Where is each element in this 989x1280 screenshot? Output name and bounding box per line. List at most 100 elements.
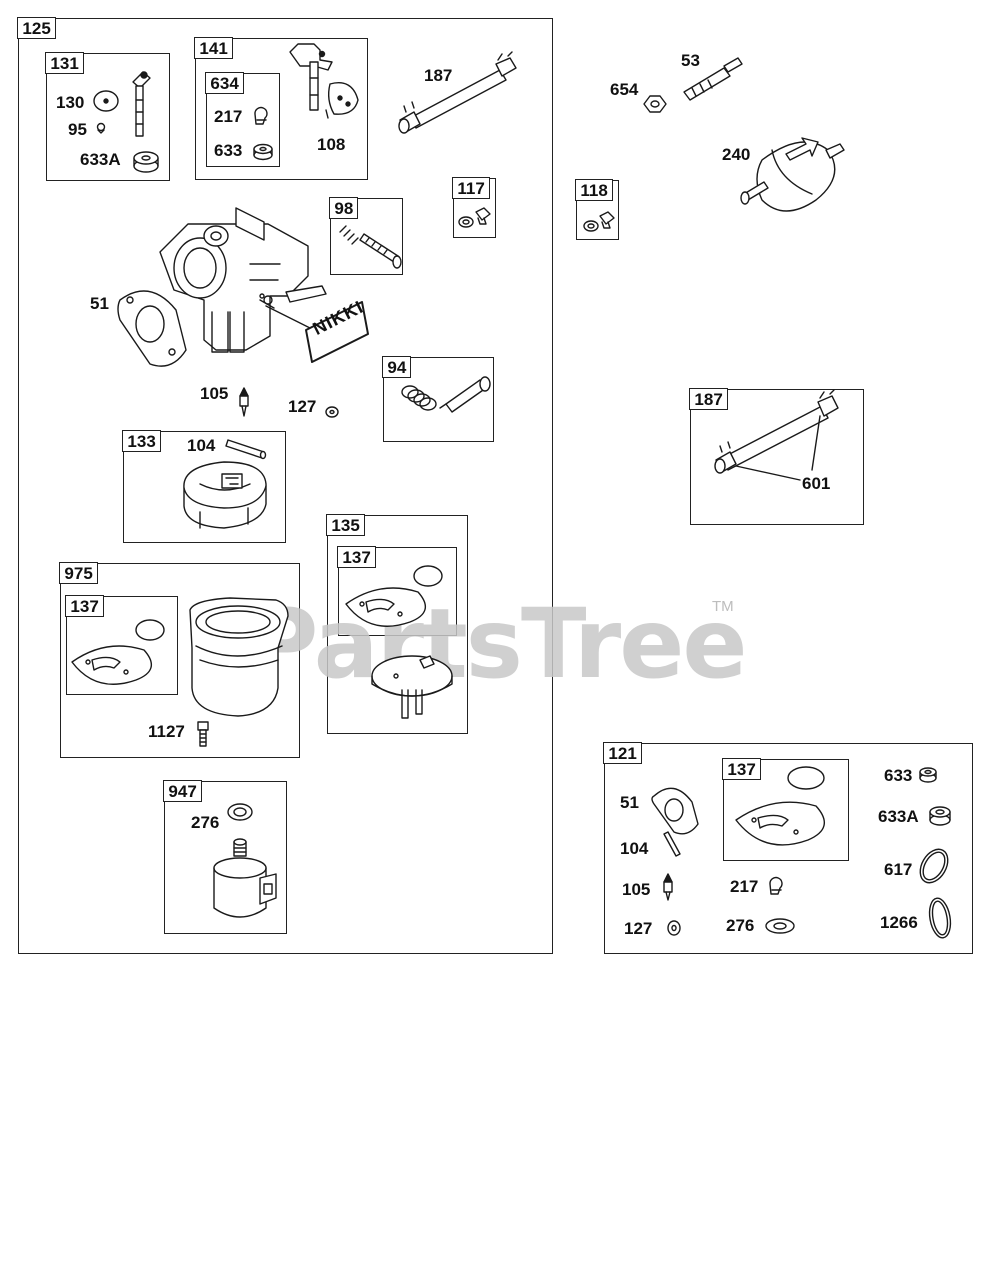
seal-633-kit [919,767,937,783]
label-633a-kit: 633A [878,807,919,826]
diaphragm-plate-135 [371,655,453,719]
label-601: 601 [802,474,831,493]
watermark: PartsTree [248,588,747,700]
fitting-53 [683,57,743,101]
label-276-top: 276 [191,813,220,832]
spring-needle-94 [401,376,491,413]
float-needle-105 [239,387,249,417]
box-tag-634: 634 [205,72,244,95]
washer-276 [227,803,253,821]
seal-633 [253,143,273,161]
spring-screw-98 [339,225,402,269]
kit-box-135: 135 [326,514,468,734]
box-tag-975: 975 [59,562,98,585]
float-133 [183,461,267,529]
o-ring-617 [919,848,949,884]
label-51-kit: 51 [620,793,639,812]
choke-shaft-131 [132,71,151,137]
pin-104-kit [663,831,681,857]
washer-127 [325,406,339,418]
box-tag-947: 947 [163,780,202,803]
label-276-kit: 276 [726,916,755,935]
kit-box-133: 133 [122,430,286,543]
box-tag-133: 133 [122,430,161,453]
bolt-1127 [197,721,209,747]
label-130: 130 [56,93,85,112]
kit-box-131: 131 [45,52,170,181]
kit-box-98: 98 [329,197,403,275]
kit-box-117: 117 [452,177,496,238]
label-1127: 1127 [148,722,185,741]
watermark-trademark: TM [712,598,734,615]
label-127-kit: 127 [624,919,653,938]
box-tag-137-b: 137 [65,595,104,618]
box-tag-94: 94 [382,356,412,379]
kit-box-137-b: 137 [65,595,178,695]
box-tag-187: 187 [689,388,728,411]
fuel-filter-240 [740,137,845,212]
kit-box-118: 118 [575,179,619,240]
clip-217-kit [769,876,783,895]
kit-box-947: 947 [163,780,287,934]
label-654: 654 [610,80,639,99]
label-108: 108 [317,135,346,154]
label-217-top: 217 [214,107,243,126]
kit-box-121: 121 [603,742,973,954]
kit-box-634: 634 [205,72,280,167]
gasket-51 [117,290,187,367]
o-ring-1266 [928,897,952,939]
label-105-top: 105 [200,384,229,403]
throttle-plate-108 [325,82,359,119]
kit-box-141: 141 [194,37,368,180]
kit-box-187: 187 [689,388,864,525]
box-tag-125: 125 [17,17,56,40]
gasket-137-c [735,766,825,846]
nikki-leader [265,305,311,329]
clip-217 [254,106,268,125]
clamp-601-leader [735,465,801,481]
label-217-kit: 217 [730,877,759,896]
gasket-137-b [71,619,165,685]
label-633a-top: 633A [80,150,121,169]
label-633-kit: 633 [884,766,913,785]
label-187-top: 187 [424,66,453,85]
box-tag-117: 117 [452,177,490,200]
throttle-shaft-141 [289,43,333,111]
washer-276-kit [765,918,795,934]
seal-633a-kit [929,806,951,826]
label-1266: 1266 [880,913,918,932]
jet-117 [458,207,491,228]
seal-633a [133,151,159,173]
label-127-top: 127 [288,397,317,416]
jet-118 [583,211,615,232]
gasket-137-a [345,565,443,627]
gasket-51-kit [651,787,699,835]
kit-box-975: 975 [59,562,300,758]
box-tag-135: 135 [326,514,365,537]
fuel-solenoid-947 [213,838,277,918]
kit-box-137-c: 137 [722,758,849,861]
box-tag-118: 118 [575,179,613,202]
fuel-line-187 [398,51,517,134]
label-104-top: 104 [187,436,216,455]
nut-654 [643,95,667,113]
label-240: 240 [722,145,751,164]
box-tag-121: 121 [603,742,642,765]
choke-plate-130 [93,90,119,112]
box-tag-137-a: 137 [337,546,376,569]
box-tag-141: 141 [194,37,233,60]
kit-box-137-a: 137 [337,546,457,636]
screw-95 [96,122,106,134]
carburetor-body [159,207,327,353]
fuel-line-187-kit [714,389,839,481]
washer-127-kit [667,920,681,936]
float-pin-104 [225,439,267,460]
box-tag-137-c: 137 [722,758,761,781]
box-tag-131: 131 [45,52,84,75]
label-53: 53 [681,51,700,70]
label-104-kit: 104 [620,839,649,858]
nikki-brand-tag [305,301,369,363]
label-51-top: 51 [90,294,109,313]
needle-105-kit [663,873,673,901]
